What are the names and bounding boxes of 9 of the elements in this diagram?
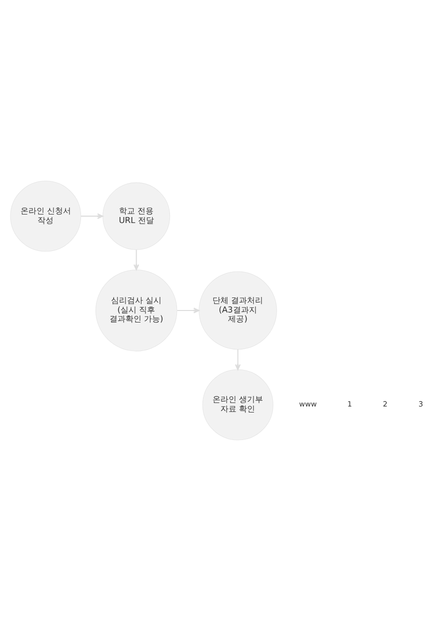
node-circle: 심리검사 실시 (실시 직후 결과확인 가능) — [96, 269, 178, 351]
node-circle: 단체 결과처리 (A3결과지 제공) — [198, 270, 277, 350]
node-circle: 학교 전용 URL 전달 — [102, 182, 170, 250]
arrow — [134, 249, 140, 270]
arrow — [80, 212, 104, 219]
node-circle: 온라인 생기부 자료 확인 — [202, 368, 274, 440]
arrow — [235, 348, 241, 370]
node-circle: 온라인 신청서 작성 — [10, 180, 82, 252]
arrow — [177, 307, 200, 313]
